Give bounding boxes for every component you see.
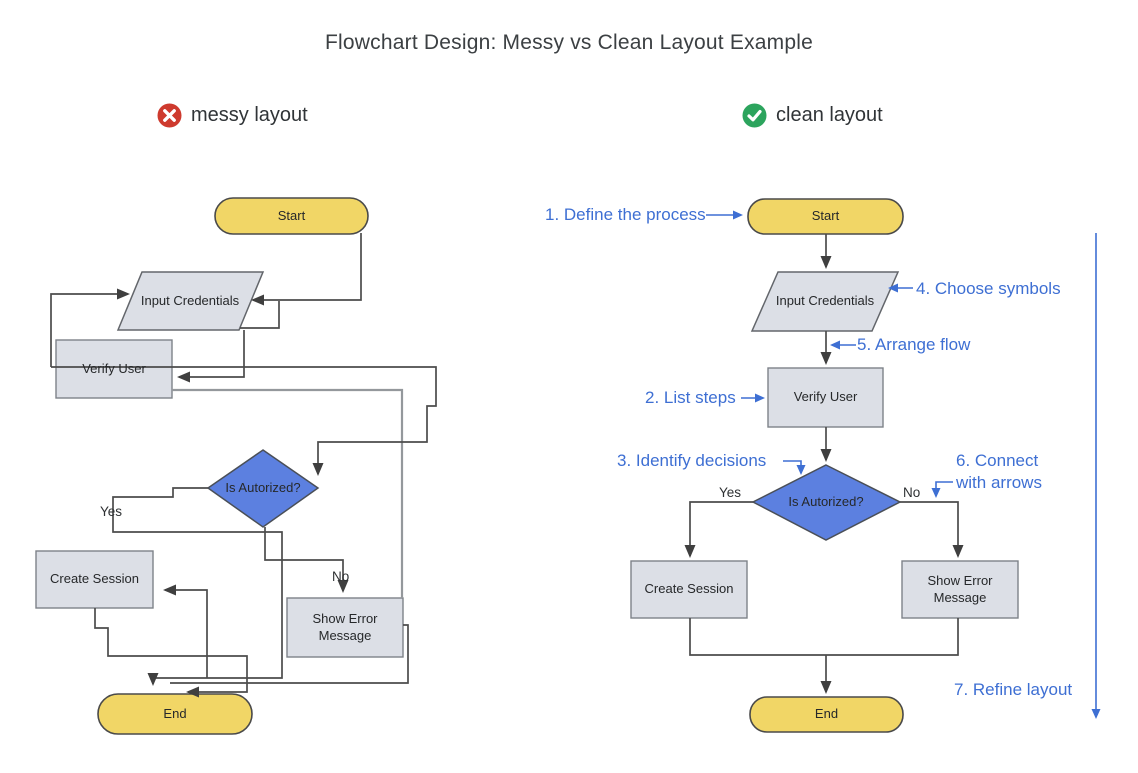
messy-show-error-label: Show Error Message (312, 610, 378, 643)
annotation-define-process: 1. Define the process (545, 205, 706, 224)
messy-verify-user-label: Verify User (82, 360, 146, 376)
messy-start-node (214, 197, 369, 235)
messy-decision-node (206, 449, 320, 528)
messy-yes-edge-label: Yes (100, 504, 123, 519)
messy-input-credentials-node (116, 271, 265, 331)
check-circle-icon (742, 103, 767, 128)
clean-create-session-label: Create Session (644, 581, 734, 597)
clean-annotation-arrows (706, 210, 1101, 719)
messy-end-node (97, 693, 253, 735)
messy-show-error-node (286, 597, 404, 658)
messy-end-label: End (163, 705, 187, 721)
messy-decision-label: Is Autorized? (225, 480, 301, 496)
clean-show-error-label: Show Error Message (927, 572, 993, 605)
messy-verify-user-node (55, 339, 173, 399)
x-circle-icon (157, 103, 182, 128)
clean-section-label: clean layout (776, 104, 883, 126)
clean-input-credentials-label: Input Credentials (775, 293, 875, 309)
messy-start-label: Start (277, 207, 306, 223)
annotation-connect-with-arrows: 6. Connect with arrows (956, 451, 1042, 492)
page-title: Flowchart Design: Messy vs Clean Layout … (325, 31, 813, 54)
clean-end-label: End (814, 706, 839, 722)
clean-connectors (684, 234, 964, 694)
messy-connectors (50, 233, 437, 698)
messy-create-session-node (35, 550, 154, 609)
clean-decision-node (751, 464, 902, 541)
messy-create-session-label: Create Session (50, 571, 139, 587)
annotation-refine-layout: 7. Refine layout (954, 680, 1073, 699)
annotation-identify-decisions: 3. Identify decisions (617, 451, 767, 470)
messy-input-credentials-label: Input Credentials (140, 292, 240, 308)
annotation-list-steps: 2. List steps (645, 388, 736, 407)
annotation-choose-symbols: 4. Choose symbols (916, 279, 1061, 298)
clean-no-edge-label: No (903, 485, 921, 500)
clean-start-label: Start (811, 208, 840, 224)
clean-end-node (749, 696, 904, 733)
clean-yes-edge-label: Yes (719, 485, 742, 500)
clean-verify-user-node (767, 367, 884, 428)
clean-section-header: clean layout (742, 103, 883, 128)
clean-create-session-node (630, 560, 748, 619)
clean-decision-label: Is Autorized? (788, 494, 864, 510)
clean-verify-user-label: Verify User (793, 389, 858, 405)
messy-flowchart-shapes (35, 197, 404, 735)
messy-section-label: messy layout (191, 104, 308, 126)
annotation-arrange-flow: 5. Arrange flow (857, 335, 971, 354)
clean-show-error-node (901, 560, 1019, 619)
messy-section-header: messy layout (157, 103, 308, 128)
clean-flowchart-shapes (630, 198, 1019, 733)
messy-no-edge-label: No (332, 569, 350, 584)
clean-input-credentials-node (750, 271, 900, 332)
